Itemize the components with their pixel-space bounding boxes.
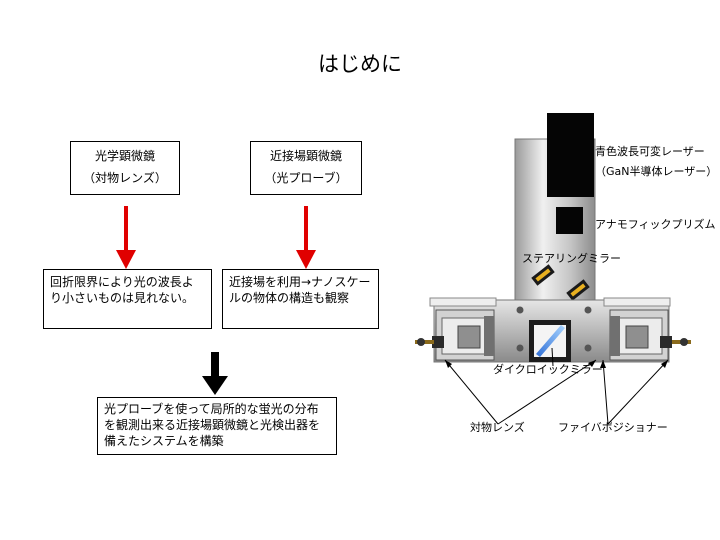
nearfield-microscope-label: 近接場顕微鏡 [269,149,342,163]
optical-probe-label: （光プローブ） [264,171,348,185]
left-fiber-positioner [415,309,495,361]
steering-mirror-right [566,279,590,301]
steering-mirror-label: ステアリングミラー [522,252,621,265]
arrow-nearfield [296,206,316,269]
apparatus-drawing [415,113,691,425]
fiber-positioner-label: ファイバポジショナー [558,421,668,434]
prism-block [556,207,583,234]
page-title: はじめに [318,52,402,76]
laser-block [547,113,594,197]
arrow-optical [116,206,136,269]
optical-limit-text: 回折限界により光の波長より小さいものは見れない。 [50,275,195,305]
arrow-system [202,352,228,395]
optical-microscope-label: 光学顕微鏡 [94,149,155,163]
dichroic-mirror-label: ダイクロイックミラー [493,363,603,376]
system-box: 光プローブを使って局所的な蛍光の分布を観測出来る近接場顕微鏡と光検出器を備えたシ… [97,397,337,455]
optical-microscope-box: 光学顕微鏡 （対物レンズ） [70,141,180,195]
screw-icon [516,344,524,352]
screw-icon [516,306,524,314]
nearfield-microscope-box: 近接場顕微鏡 （光プローブ） [250,141,362,195]
prism-label: アナモフィックプリズム [595,218,716,231]
gan-laser-label: （GaN半導体レーザー） [595,165,718,178]
leader-lines [444,347,669,425]
screw-icon [584,344,592,352]
steering-mirror-left [531,264,555,286]
nearfield-note: 近接場を利用→ナノスケールの物体の構造も観察 [222,269,379,329]
laser-label: 青色波長可変レーザー [595,145,705,158]
nearfield-note-text: 近接場を利用→ナノスケールの物体の構造も観察 [229,275,371,305]
screw-icon [584,306,592,314]
objective-lens-label-apparatus: 対物レンズ [470,421,525,434]
system-text: 光プローブを使って局所的な蛍光の分布を観測出来る近接場顕微鏡と光検出器を備えたシ… [104,402,321,448]
objective-lens-label: （対物レンズ） [83,171,167,185]
right-fiber-positioner [609,309,691,361]
optical-limit-note: 回折限界により光の波長より小さいものは見れない。 [43,269,212,329]
